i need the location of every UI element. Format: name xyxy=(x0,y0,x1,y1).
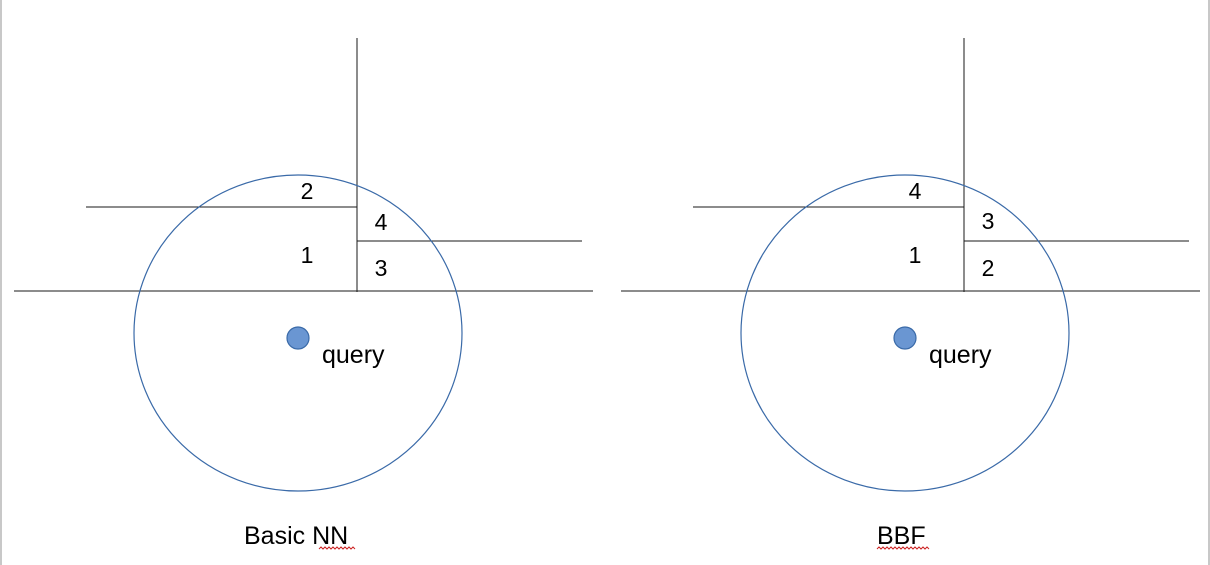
query-label: query xyxy=(322,341,385,369)
query-point xyxy=(286,326,310,350)
query-label: query xyxy=(929,341,992,369)
region-label: 3 xyxy=(982,208,995,234)
panel-caption: Basic NN xyxy=(244,522,348,550)
search-radius-circle xyxy=(133,174,463,492)
region-label: 3 xyxy=(375,255,388,281)
spellcheck-underline xyxy=(318,546,356,550)
search-radius-circle xyxy=(740,174,1070,492)
region-label: 1 xyxy=(909,242,922,268)
region-label: 4 xyxy=(375,209,388,235)
region-label: 4 xyxy=(909,178,922,204)
spellcheck-underline xyxy=(876,546,930,550)
region-label: 1 xyxy=(301,242,314,268)
region-label: 2 xyxy=(982,255,995,281)
region-label: 2 xyxy=(301,178,314,204)
panel-bbf: 4 3 1 2 query BBF xyxy=(621,38,1200,550)
query-point xyxy=(893,326,917,350)
panel-basic-nn: 2 4 1 3 query Basic NN xyxy=(14,38,593,550)
partition-lines xyxy=(14,38,593,292)
panel-caption: BBF xyxy=(877,522,926,550)
partition-lines xyxy=(621,38,1200,292)
